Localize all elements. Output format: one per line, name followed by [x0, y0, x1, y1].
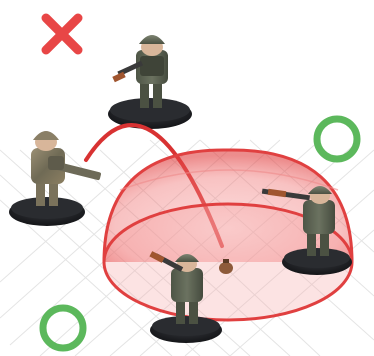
- soldier-figure: [108, 35, 192, 129]
- x-icon: [46, 18, 78, 50]
- soldier-figure: [9, 131, 101, 226]
- circle-icon: [43, 308, 83, 348]
- circle-icon: [317, 119, 357, 159]
